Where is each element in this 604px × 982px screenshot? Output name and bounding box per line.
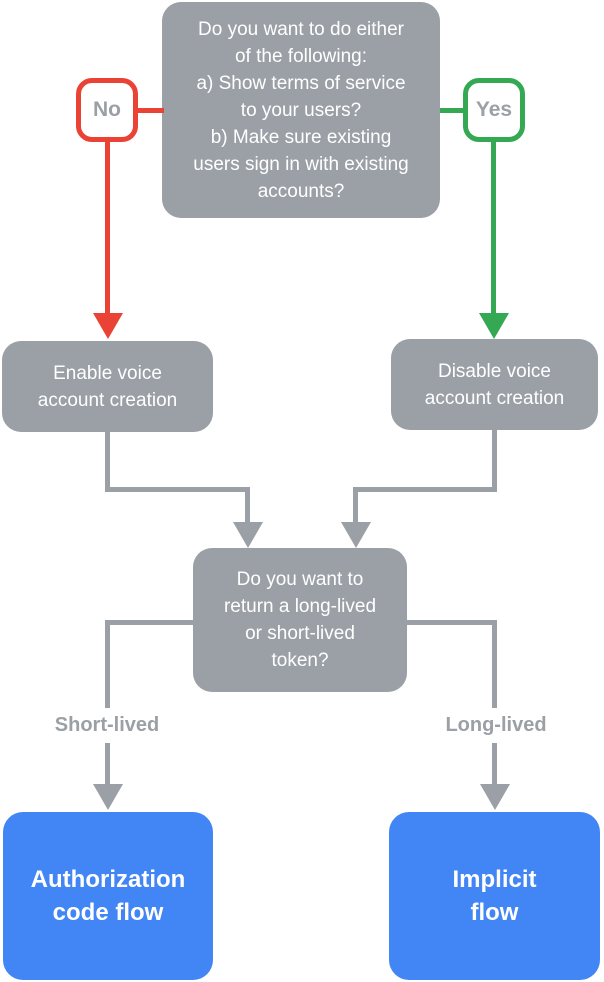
- short-lived-branch-label: Short-lived: [22, 708, 192, 743]
- edge-enable-down: [105, 431, 110, 492]
- authorization-code-flow-node: Authorization code flow: [3, 812, 213, 980]
- edge-disable-across: [353, 487, 497, 492]
- edge-disable-into-question: [353, 487, 358, 524]
- gray-down-arrowhead-longlived-icon: [480, 784, 510, 810]
- gray-down-arrowhead-left-icon: [233, 522, 263, 548]
- gray-down-arrowhead-shortlived-icon: [93, 784, 123, 810]
- implicit-flow-node: Implicit flow: [389, 812, 600, 980]
- edge-yes-vertical: [491, 140, 496, 314]
- red-down-arrowhead-icon: [93, 313, 123, 339]
- decision-node-terms-question: Do you want to do either of the followin…: [162, 2, 440, 218]
- edge-no-horizontal: [136, 108, 164, 113]
- enable-voice-account-creation-node: Enable voice account creation: [2, 341, 213, 432]
- edge-enable-across: [105, 487, 250, 492]
- edge-enable-into-question: [245, 487, 250, 524]
- edge-no-vertical: [105, 140, 110, 314]
- gray-down-arrowhead-right-icon: [341, 522, 371, 548]
- edge-long-lived-across: [407, 620, 497, 625]
- decision-node-token-question: Do you want to return a long-lived or sh…: [193, 548, 407, 692]
- edge-disable-down: [492, 429, 497, 492]
- edge-short-lived-across: [107, 620, 193, 625]
- edge-long-lived-down: [492, 620, 497, 784]
- edge-yes-horizontal: [440, 108, 465, 113]
- long-lived-branch-label: Long-lived: [410, 708, 582, 743]
- yes-badge: Yes: [463, 78, 525, 142]
- no-badge: No: [76, 78, 138, 142]
- edge-short-lived-down: [105, 620, 110, 784]
- disable-voice-account-creation-node: Disable voice account creation: [391, 339, 598, 430]
- green-down-arrowhead-icon: [479, 313, 509, 339]
